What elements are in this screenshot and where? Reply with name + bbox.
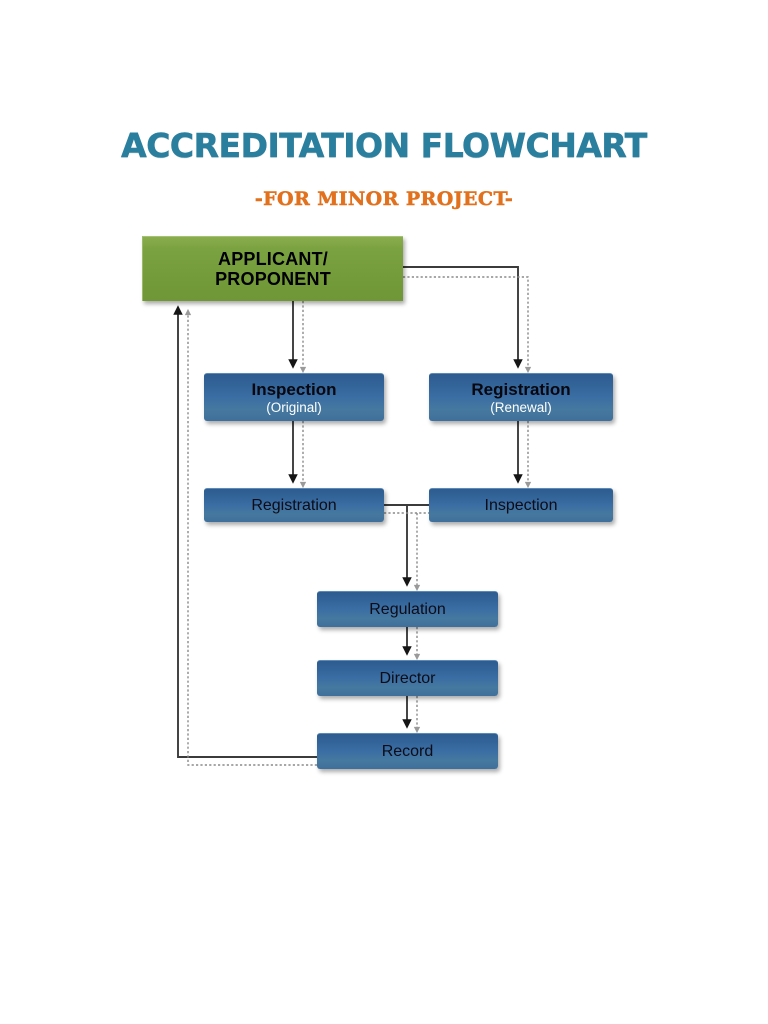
node-registration-renewal-label: Registration: [471, 379, 571, 399]
node-record-label: Record: [381, 742, 434, 760]
node-registration-label: Registration: [251, 496, 337, 514]
page-title: ACCREDITATION FLOWCHART: [121, 126, 648, 166]
node-record[interactable]: Record: [317, 733, 498, 769]
node-applicant-label-line1: APPLICANT/: [218, 248, 328, 269]
page-subtitle: -FOR MINOR PROJECT-: [254, 188, 514, 211]
node-inspection[interactable]: Inspection: [429, 488, 613, 522]
solid-connectors: [173, 266, 523, 758]
node-director-label: Director: [379, 669, 436, 687]
dotted-shadow-connectors: [184, 276, 532, 766]
node-applicant-label-line2: PROPONENT: [215, 269, 331, 289]
node-registration[interactable]: Registration: [204, 488, 384, 522]
node-registration-renewal[interactable]: Registration (Renewal): [429, 373, 613, 421]
node-registration-renewal-sublabel: (Renewal): [490, 399, 552, 415]
node-inspection-label: Inspection: [484, 496, 558, 514]
node-regulation-label: Regulation: [369, 600, 446, 618]
node-director[interactable]: Director: [317, 660, 498, 696]
node-applicant-proponent[interactable]: APPLICANT/ PROPONENT: [142, 236, 403, 301]
node-inspection-original[interactable]: Inspection (Original): [204, 373, 384, 421]
node-regulation[interactable]: Regulation: [317, 591, 498, 627]
node-inspection-original-sublabel: (Original): [266, 399, 322, 415]
node-inspection-original-label: Inspection: [251, 379, 337, 399]
